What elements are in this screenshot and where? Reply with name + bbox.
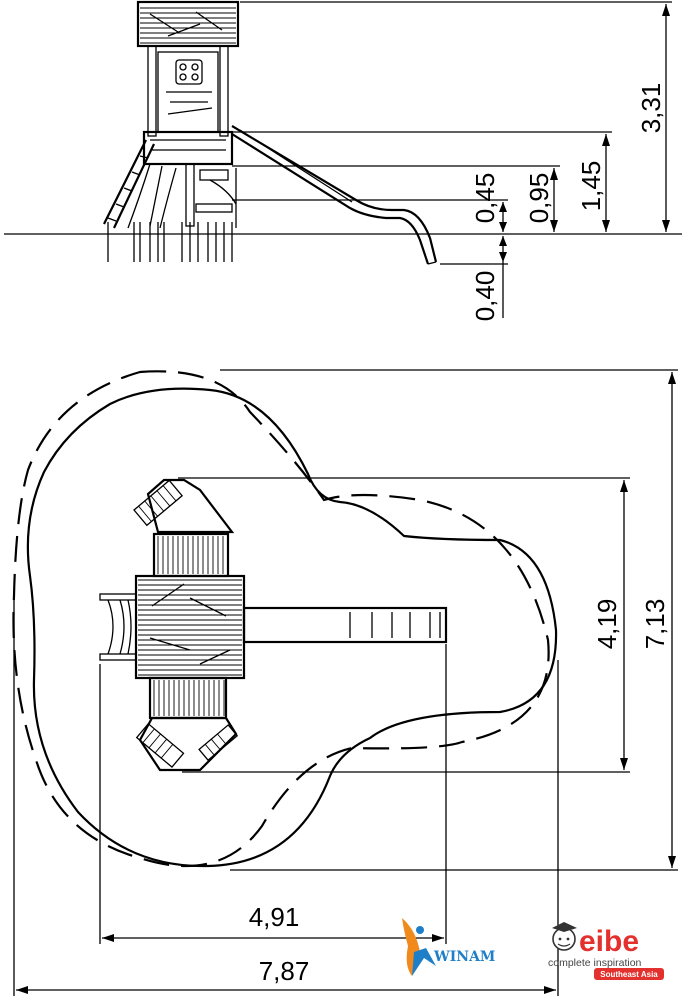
eibe-region-badge [594,968,664,980]
eibe-tagline: complete inspiration [548,957,642,969]
central-deck [134,574,246,680]
platform [142,130,234,166]
eibe-logo: eibe complete inspiration Southeast Asia [548,922,664,980]
side-dimension-lines [499,4,670,318]
top-leader-lines [13,369,678,996]
eibe-region-label: Southeast Asia [600,970,658,979]
tower-window [175,59,203,85]
tower-structure [142,45,234,166]
eibe-face-icon [552,922,577,951]
equipment-width-label: 4,91 [249,902,300,932]
equipment-depth-label: 4,19 [592,599,622,650]
top-dimension-lines [16,372,676,994]
ladder [103,139,155,229]
height-upper-step-label: 0,95 [524,173,554,224]
height-lower-step-label: 0,45 [470,173,500,224]
area-depth-label: 7,13 [640,599,670,650]
side-leader-lines [232,1,672,265]
impact-area-outline [26,387,558,868]
top-view: 4,19 7,13 4,91 7,87 [12,369,678,996]
side-view: 3,31 1,45 0,95 0,45 0,40 [4,0,682,322]
winam-wordmark: WINAM [433,949,495,965]
height-platform-label: 1,45 [576,161,606,212]
slide [231,125,438,265]
eibe-wordmark: eibe [579,925,639,958]
upper-wing [146,478,235,534]
height-total-label: 3,31 [636,83,666,134]
safety-zone-dashed-outline [12,370,550,868]
tower-roof [136,0,240,48]
equipment-plan [99,478,448,772]
foundation-posts [107,222,233,262]
winam-logo: WINAM [402,918,495,976]
lower-wing [138,716,238,772]
foundation-depth-label: 0,40 [470,271,500,322]
slide-plan [242,606,448,644]
lower-structure [127,163,237,229]
area-width-label: 7,87 [259,956,310,986]
